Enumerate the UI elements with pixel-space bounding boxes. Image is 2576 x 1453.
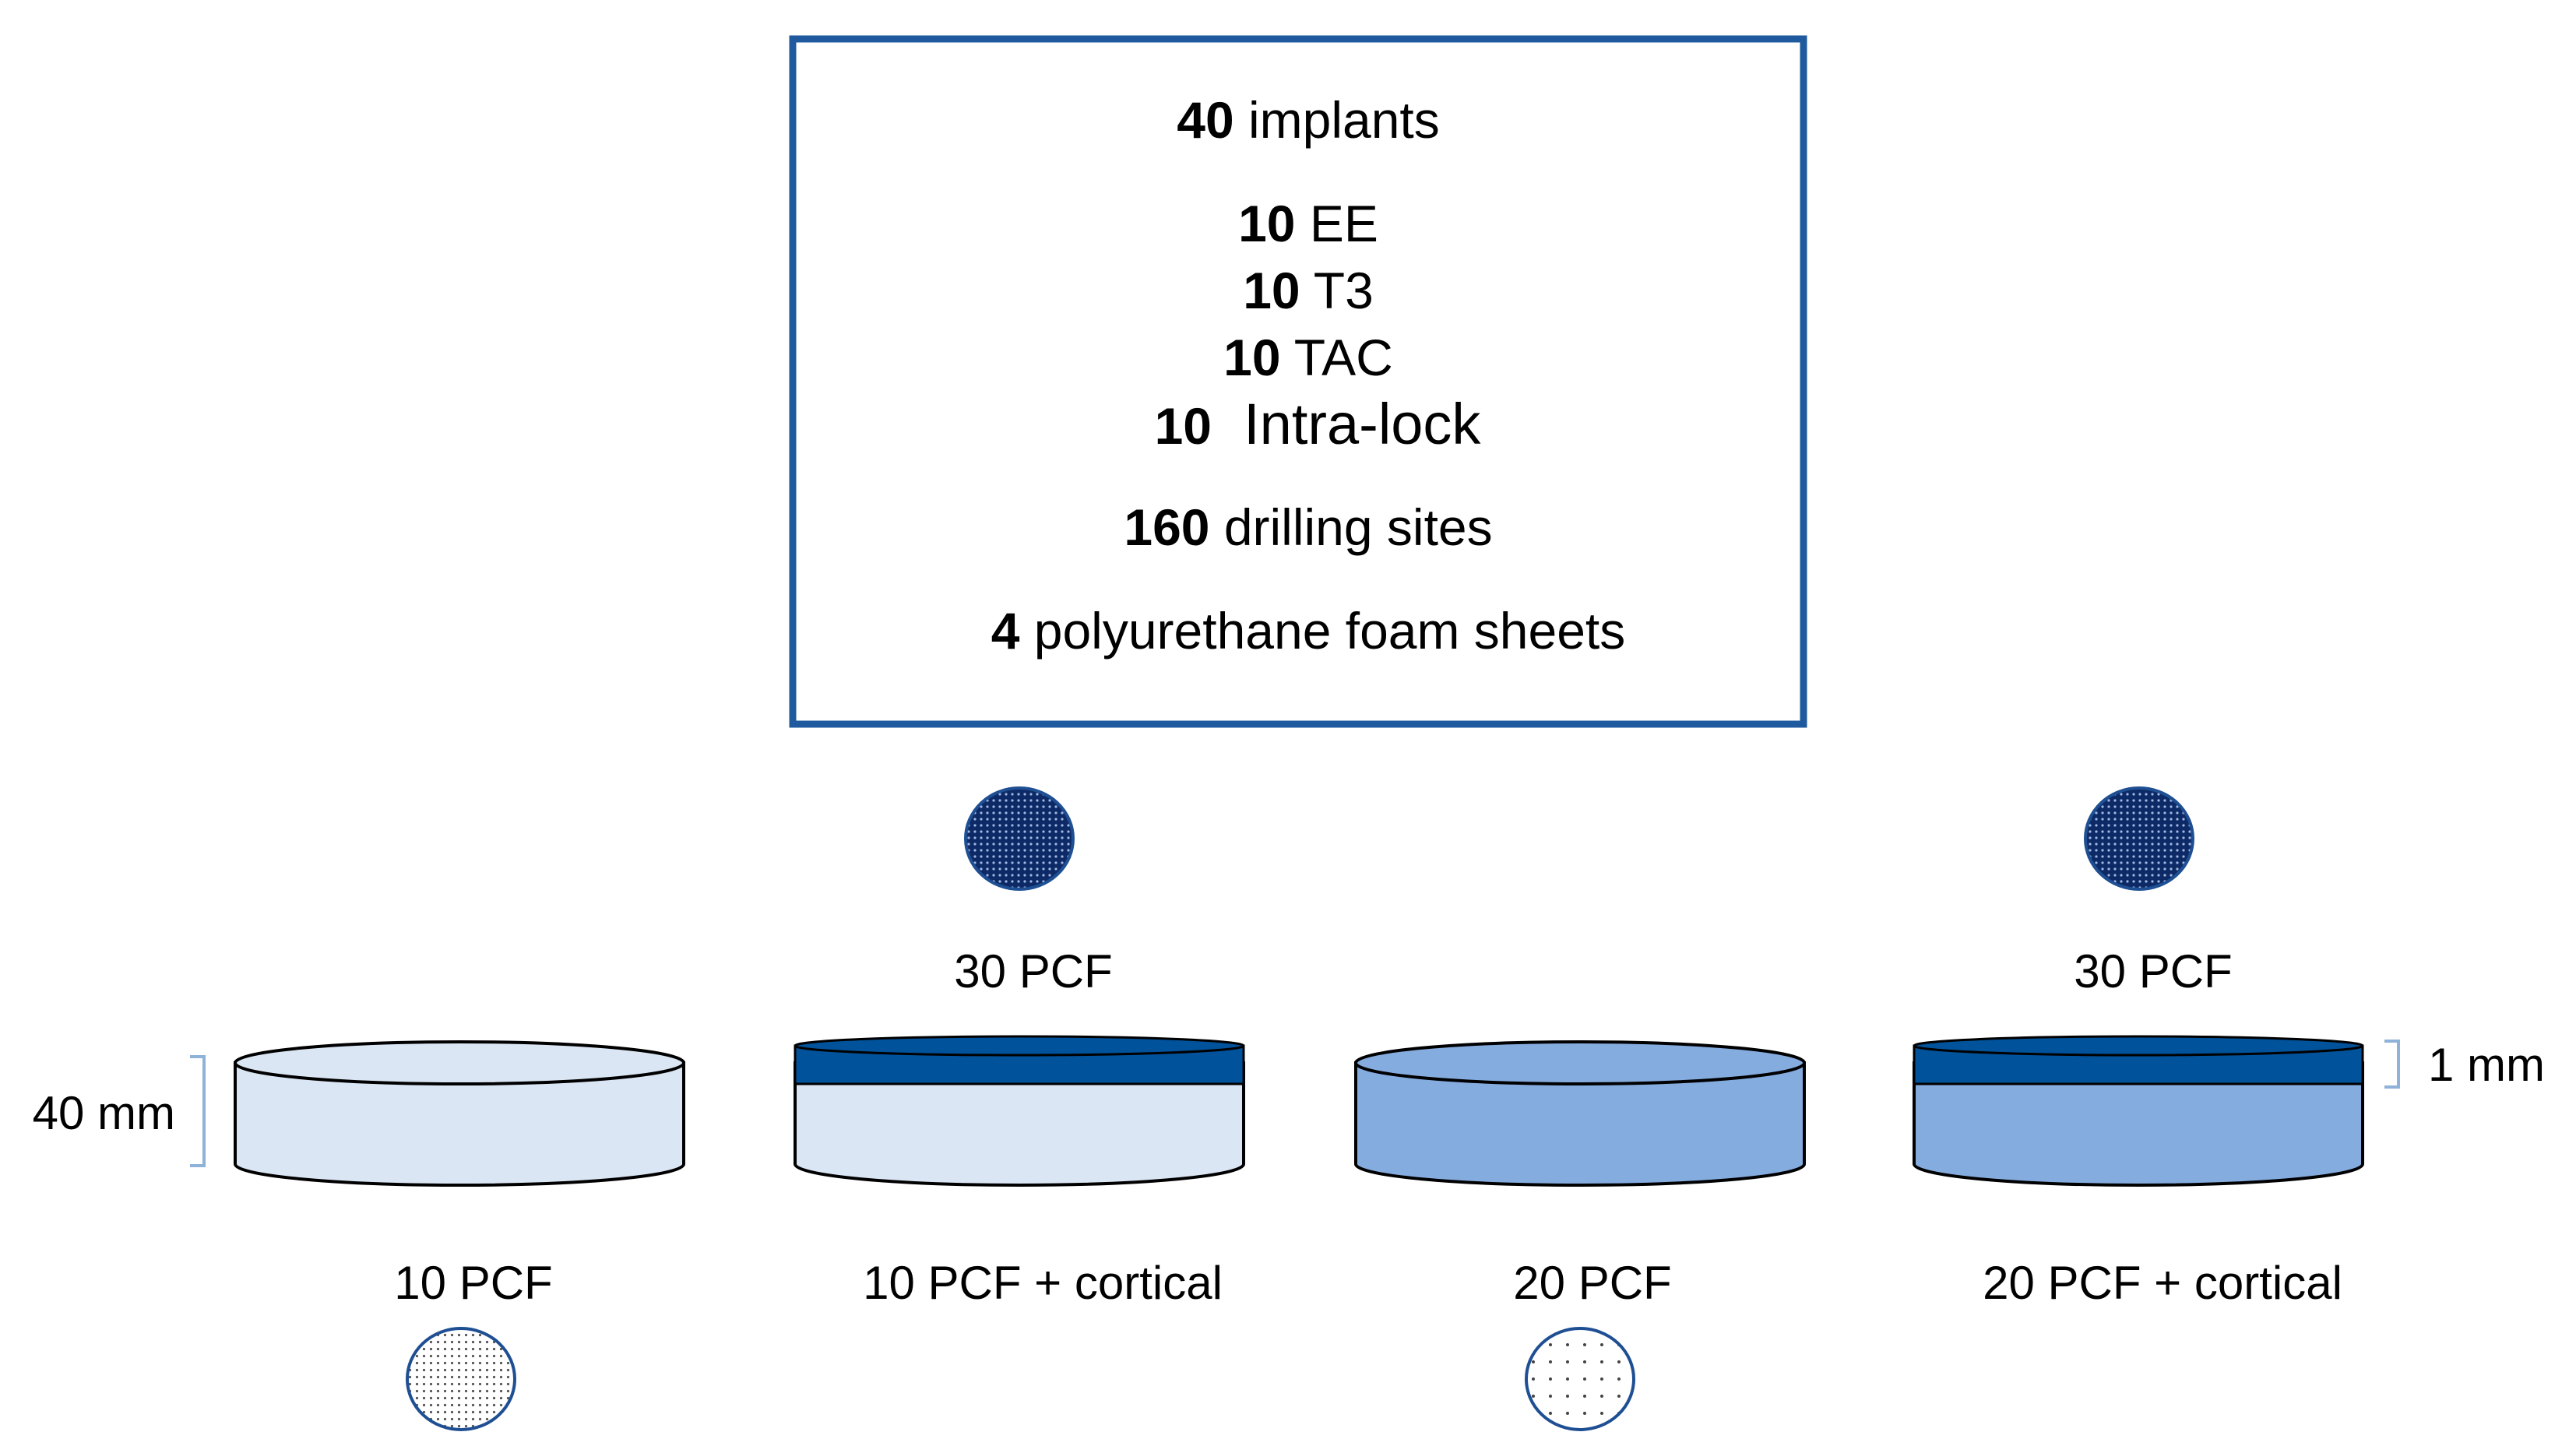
cortical-dimension-label: 1 mm	[2428, 1039, 2545, 1091]
group-intra-lock: 10 Intra-lock	[1155, 392, 1482, 456]
swatch-20pcf	[1525, 1327, 1635, 1431]
foam-sheets: 4 polyurethane foam sheets	[991, 602, 1626, 660]
height-dimension-label: 40 mm	[33, 1087, 175, 1139]
group-tac: 10 TAC	[1223, 329, 1393, 386]
foam-block-10pcf-cortical	[794, 1035, 1245, 1187]
swatch-30pcf-a	[964, 786, 1075, 891]
label-block-1: 10 PCF	[394, 1257, 552, 1309]
swatch-30pcf-b	[2084, 786, 2194, 891]
summary-frame	[789, 35, 1807, 728]
group-ee: 10 EE	[1238, 195, 1378, 252]
label-block-2: 10 PCF + cortical	[863, 1257, 1223, 1309]
group-t3: 10 T3	[1243, 262, 1374, 319]
total-implants: 40 implants	[1177, 91, 1440, 149]
top-label-block-2: 30 PCF	[954, 945, 1112, 997]
label-block-4: 20 PCF + cortical	[1983, 1257, 2342, 1309]
label-block-3: 20 PCF	[1513, 1257, 1671, 1309]
cortical-bracket	[2384, 1040, 2400, 1089]
drilling-sites: 160 drilling sites	[1124, 498, 1492, 556]
foam-block-20pcf	[1354, 1040, 1806, 1187]
summary-box: 40 implants 10 EE 10 T3 10 TAC 10 Intra-…	[789, 35, 1807, 728]
swatch-10pcf	[406, 1327, 516, 1431]
foam-block-20pcf-cortical	[1913, 1035, 2364, 1187]
foam-block-10pcf	[234, 1040, 685, 1187]
height-bracket	[190, 1055, 206, 1167]
top-label-block-4: 30 PCF	[2074, 945, 2232, 997]
